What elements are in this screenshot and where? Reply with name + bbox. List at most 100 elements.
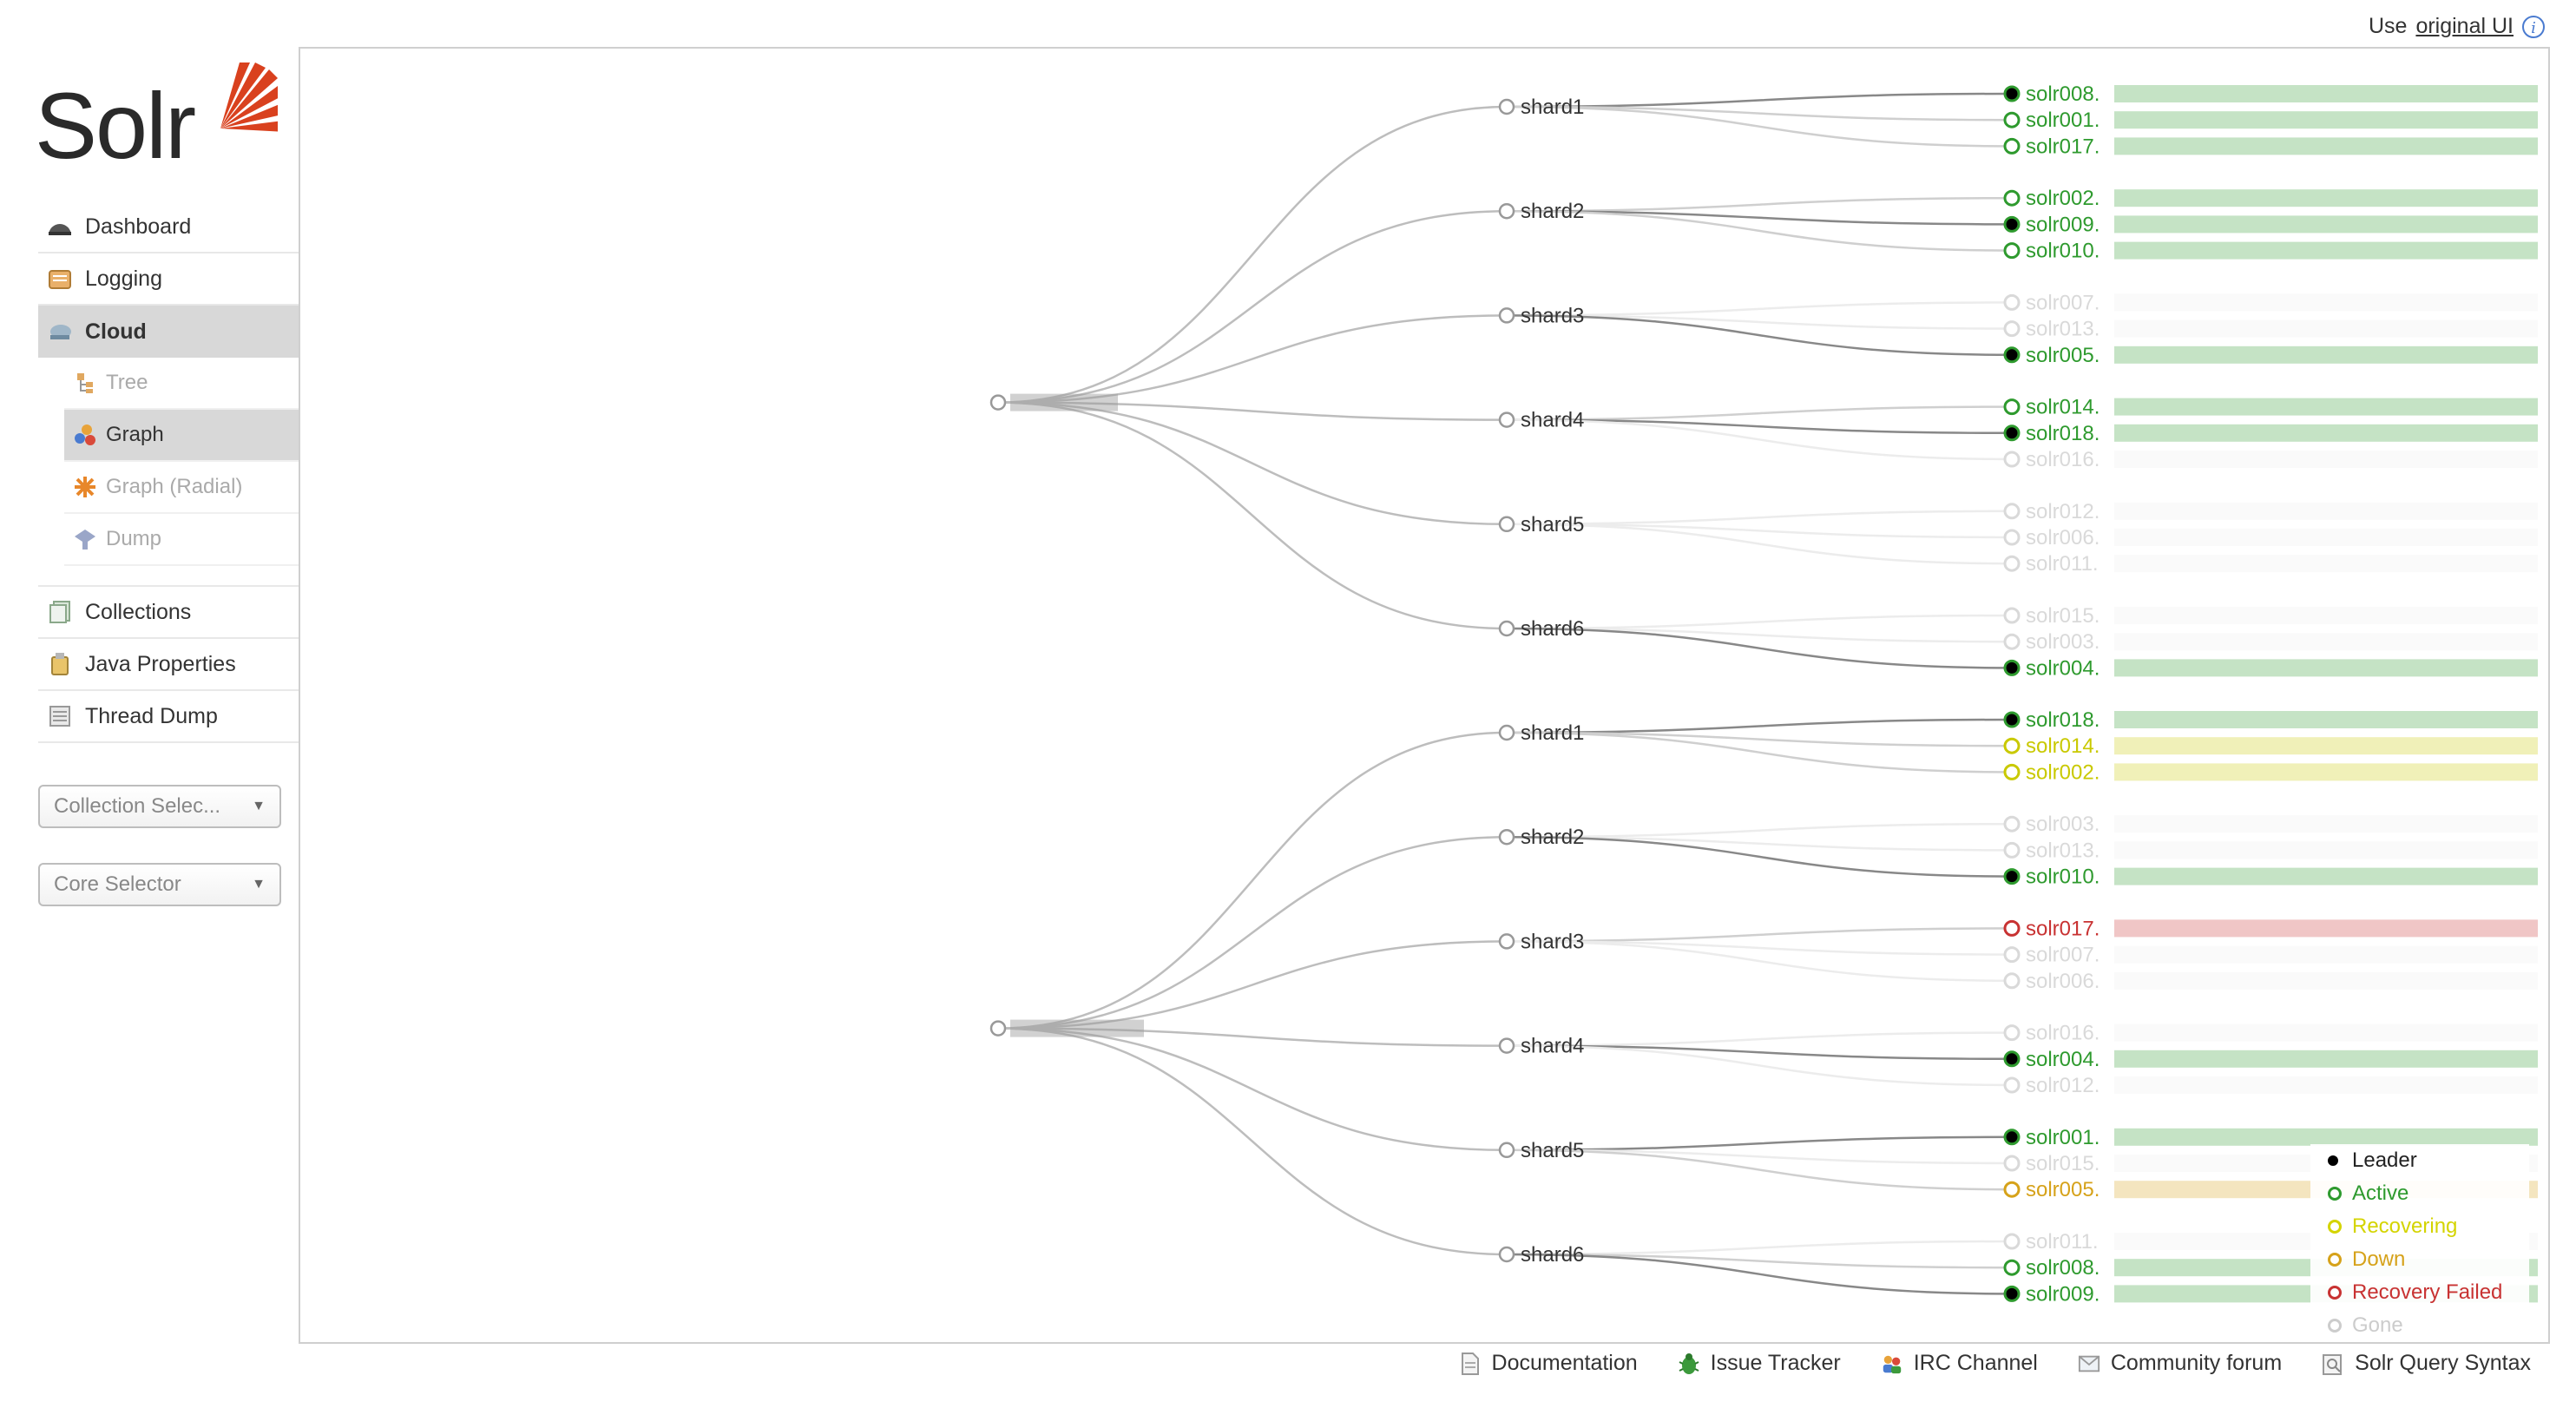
footer-issue-tracker[interactable]: Issue Tracker <box>1678 1351 1841 1376</box>
nav-tree-label: Tree <box>106 371 148 394</box>
replica-node[interactable] <box>2003 555 2021 572</box>
shard-node[interactable] <box>1498 516 1515 533</box>
nav-collections[interactable]: Collections <box>38 587 300 639</box>
replica-node[interactable] <box>2003 737 2021 754</box>
replica-node[interactable] <box>2003 841 2021 859</box>
replica-node[interactable] <box>2003 346 2021 364</box>
shard-node[interactable] <box>1498 724 1515 741</box>
replica-node[interactable] <box>2003 815 2021 833</box>
replica-host-redacted <box>2114 659 2538 677</box>
shard-node[interactable] <box>1498 828 1515 846</box>
collection-node[interactable] <box>989 394 1007 411</box>
collection-selector[interactable]: Collection Selec... ▼ <box>38 785 281 828</box>
replica-node[interactable] <box>2003 242 2021 260</box>
replica-host-redacted <box>2114 189 2538 207</box>
replica-node[interactable] <box>2003 503 2021 520</box>
info-icon[interactable]: i <box>2522 15 2545 38</box>
replica-node[interactable] <box>2003 1024 2021 1042</box>
replica-host-redacted <box>2114 1128 2538 1146</box>
replica-node[interactable] <box>2003 424 2021 442</box>
shard-replica-edge <box>1506 92 2013 109</box>
replica-node[interactable] <box>2003 919 2021 937</box>
replica-node[interactable] <box>2003 1285 2021 1302</box>
shard-label: shard1 <box>1521 721 1584 745</box>
legend-dot-icon <box>2328 1220 2342 1234</box>
nav-dashboard[interactable]: Dashboard <box>38 201 300 253</box>
footer-documentation[interactable]: Documentation <box>1459 1351 1638 1376</box>
replica-node[interactable] <box>2003 137 2021 155</box>
replica-host-redacted <box>2114 502 2538 520</box>
shard-label: shard4 <box>1521 1035 1584 1058</box>
shard-replica-edge <box>1506 940 2013 956</box>
top-bar: Use original UI i <box>2369 14 2545 39</box>
solr-logo[interactable]: Solr <box>35 45 278 167</box>
replica-host-redacted <box>2114 398 2538 416</box>
shard-replica-edge <box>1506 731 2013 747</box>
java-properties-icon <box>47 651 73 677</box>
replica-node[interactable] <box>2003 85 2021 102</box>
shard-node[interactable] <box>1498 411 1515 428</box>
shard-node[interactable] <box>1498 98 1515 115</box>
nav-graph-radial[interactable]: Graph (Radial) <box>64 462 300 514</box>
core-selector[interactable]: Core Selector ▼ <box>38 863 281 906</box>
collection-tree: shard1solr018.solr014.solr002.shard2solr… <box>989 708 2538 1306</box>
shard-replica-edge <box>1506 523 2013 565</box>
replica-node[interactable] <box>2003 659 2021 676</box>
replica-node[interactable] <box>2003 215 2021 233</box>
shard-replica-edge <box>1506 627 2013 669</box>
shard-node[interactable] <box>1498 1246 1515 1263</box>
shard-node[interactable] <box>1498 1142 1515 1159</box>
replica-node[interactable] <box>2003 189 2021 207</box>
original-ui-link[interactable]: original UI <box>2415 14 2514 38</box>
nav-tree[interactable]: Tree <box>64 358 300 410</box>
nav-graph[interactable]: Graph <box>64 410 300 462</box>
nav-logging[interactable]: Logging <box>38 253 300 306</box>
replica-node[interactable] <box>2003 111 2021 128</box>
replica-node[interactable] <box>2003 293 2021 311</box>
footer-query-syntax[interactable]: Solr Query Syntax <box>2322 1351 2531 1376</box>
footer-irc-channel[interactable]: IRC Channel <box>1881 1351 2038 1376</box>
replica-host-redacted <box>2114 346 2538 364</box>
replica-node[interactable] <box>2003 1233 2021 1250</box>
replica-host-redacted <box>2114 763 2538 781</box>
replica-node[interactable] <box>2003 946 2021 964</box>
nav-dump[interactable]: Dump <box>64 514 300 566</box>
replica-node[interactable] <box>2003 1155 2021 1172</box>
footer-community-forum[interactable]: Community forum <box>2078 1351 2282 1376</box>
replica-node[interactable] <box>2003 398 2021 416</box>
footer: Documentation Issue Tracker IRC Channel … <box>1459 1351 2531 1376</box>
shard-replica-edge <box>1506 927 2013 943</box>
users-icon <box>1881 1352 1903 1376</box>
nav-cloud[interactable]: Cloud <box>38 306 300 358</box>
replica-node[interactable] <box>2003 972 2021 990</box>
replica-node[interactable] <box>2003 1076 2021 1094</box>
shard-node[interactable] <box>1498 620 1515 637</box>
replica-node[interactable] <box>2003 1181 2021 1198</box>
replica-label: solr010. <box>2026 865 2100 889</box>
shard-replica-edge <box>1506 196 2013 213</box>
replica-label: solr004. <box>2026 1048 2100 1071</box>
replica-node[interactable] <box>2003 1259 2021 1276</box>
replica-node[interactable] <box>2003 763 2021 780</box>
shard-node[interactable] <box>1498 202 1515 220</box>
shard-node[interactable] <box>1498 307 1515 324</box>
replica-node[interactable] <box>2003 607 2021 624</box>
replica-node[interactable] <box>2003 633 2021 650</box>
replica-node[interactable] <box>2003 1129 2021 1146</box>
replica-host-redacted <box>2114 529 2538 546</box>
replica-node[interactable] <box>2003 1050 2021 1068</box>
replica-node[interactable] <box>2003 451 2021 468</box>
replica-node[interactable] <box>2003 868 2021 885</box>
nav-thread-dump[interactable]: Thread Dump <box>38 691 300 743</box>
replica-node[interactable] <box>2003 320 2021 338</box>
replica-node[interactable] <box>2003 711 2021 728</box>
shard-replica-edge <box>1506 405 2013 421</box>
shard-replica-edge <box>1506 314 2013 357</box>
shard-node[interactable] <box>1498 933 1515 950</box>
replica-node[interactable] <box>2003 529 2021 546</box>
shard-node[interactable] <box>1498 1037 1515 1054</box>
nav-java-properties[interactable]: Java Properties <box>38 639 300 691</box>
collection-node[interactable] <box>989 1020 1007 1037</box>
replica-label: solr007. <box>2026 944 2100 967</box>
replica-label: solr003. <box>2026 813 2100 836</box>
